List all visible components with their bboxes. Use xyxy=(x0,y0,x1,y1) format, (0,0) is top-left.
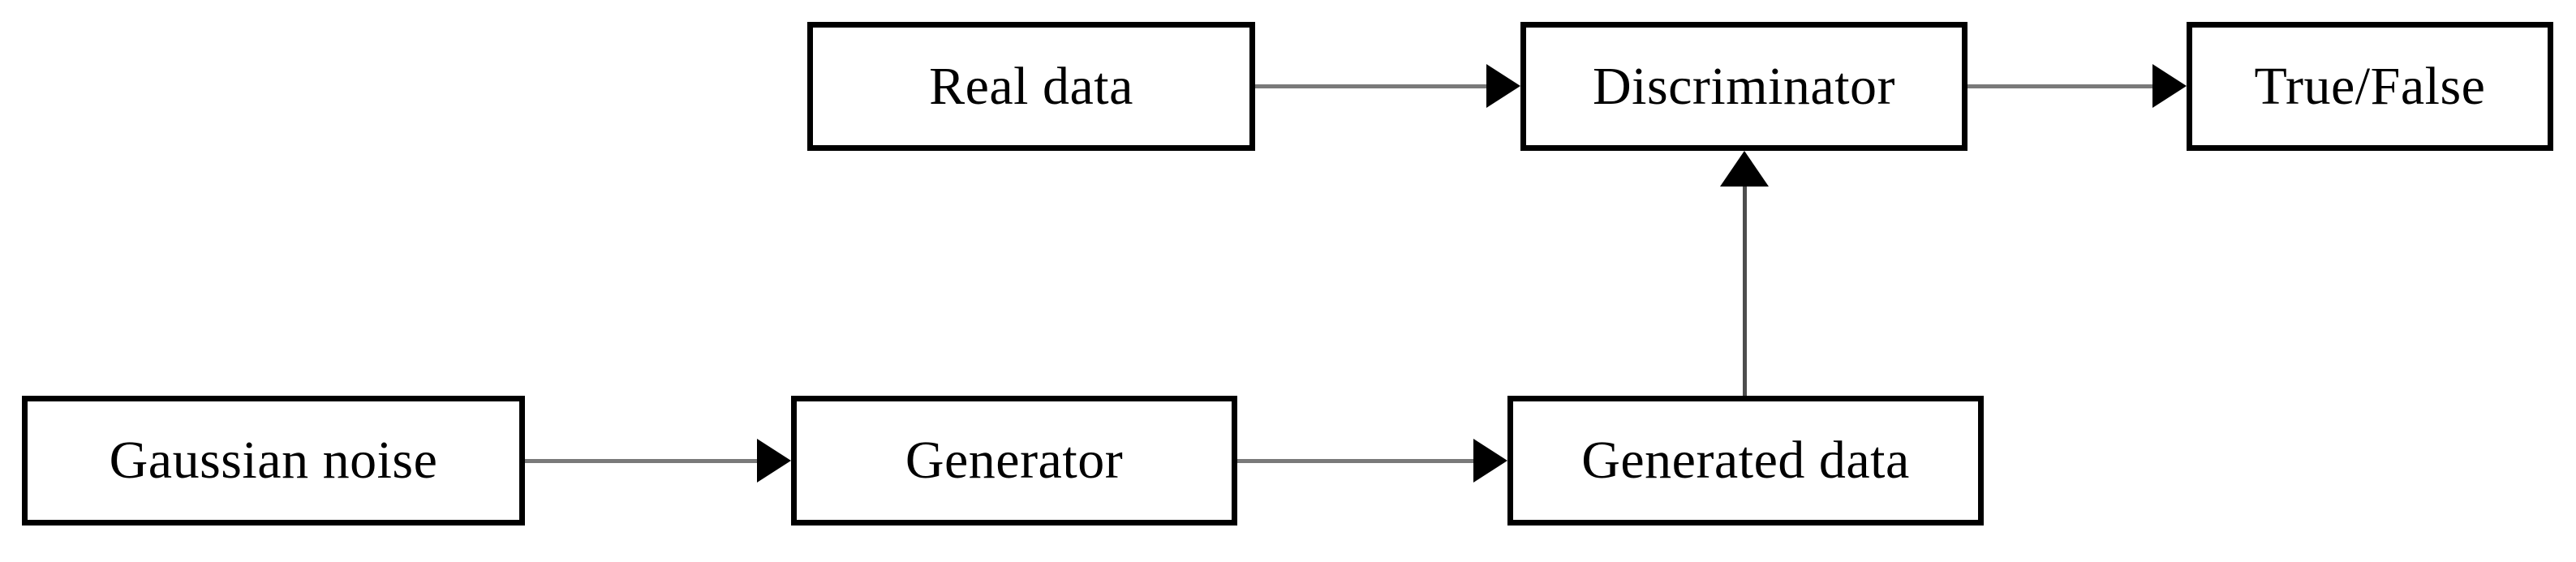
edge-line xyxy=(525,459,759,463)
edge-line xyxy=(1967,84,2154,88)
edge-discriminator-to-true-false xyxy=(1967,64,2187,108)
arrowhead-right-icon xyxy=(2152,64,2187,108)
node-label-real-data: Real data xyxy=(929,56,1133,116)
edge-line xyxy=(1255,84,1488,88)
node-label-gaussian-noise: Gaussian noise xyxy=(109,431,438,490)
edge-line xyxy=(1237,459,1475,463)
arrowhead-right-icon xyxy=(1473,439,1507,483)
arrowhead-up-icon xyxy=(1720,151,1769,187)
arrowhead-right-icon xyxy=(1486,64,1520,108)
node-discriminator[interactable]: Discriminator xyxy=(1520,22,1967,151)
node-label-discriminator: Discriminator xyxy=(1592,56,1896,116)
edge-noise-to-generator xyxy=(525,439,791,483)
node-gaussian-noise[interactable]: Gaussian noise xyxy=(22,396,525,526)
node-real-data[interactable]: Real data xyxy=(807,22,1255,151)
node-generated-data[interactable]: Generated data xyxy=(1507,396,1984,526)
node-true-false[interactable]: True/False xyxy=(2187,22,2553,151)
edge-generator-to-generated xyxy=(1237,439,1507,483)
node-generator[interactable]: Generator xyxy=(791,396,1237,526)
edge-real-to-discriminator xyxy=(1255,64,1520,108)
node-label-generator: Generator xyxy=(905,431,1124,490)
node-label-generated-data: Generated data xyxy=(1581,431,1910,490)
node-label-true-false: True/False xyxy=(2254,56,2486,116)
edge-line xyxy=(1743,183,1747,396)
arrowhead-right-icon xyxy=(757,439,791,483)
edge-generated-to-discriminator xyxy=(1720,151,1769,396)
